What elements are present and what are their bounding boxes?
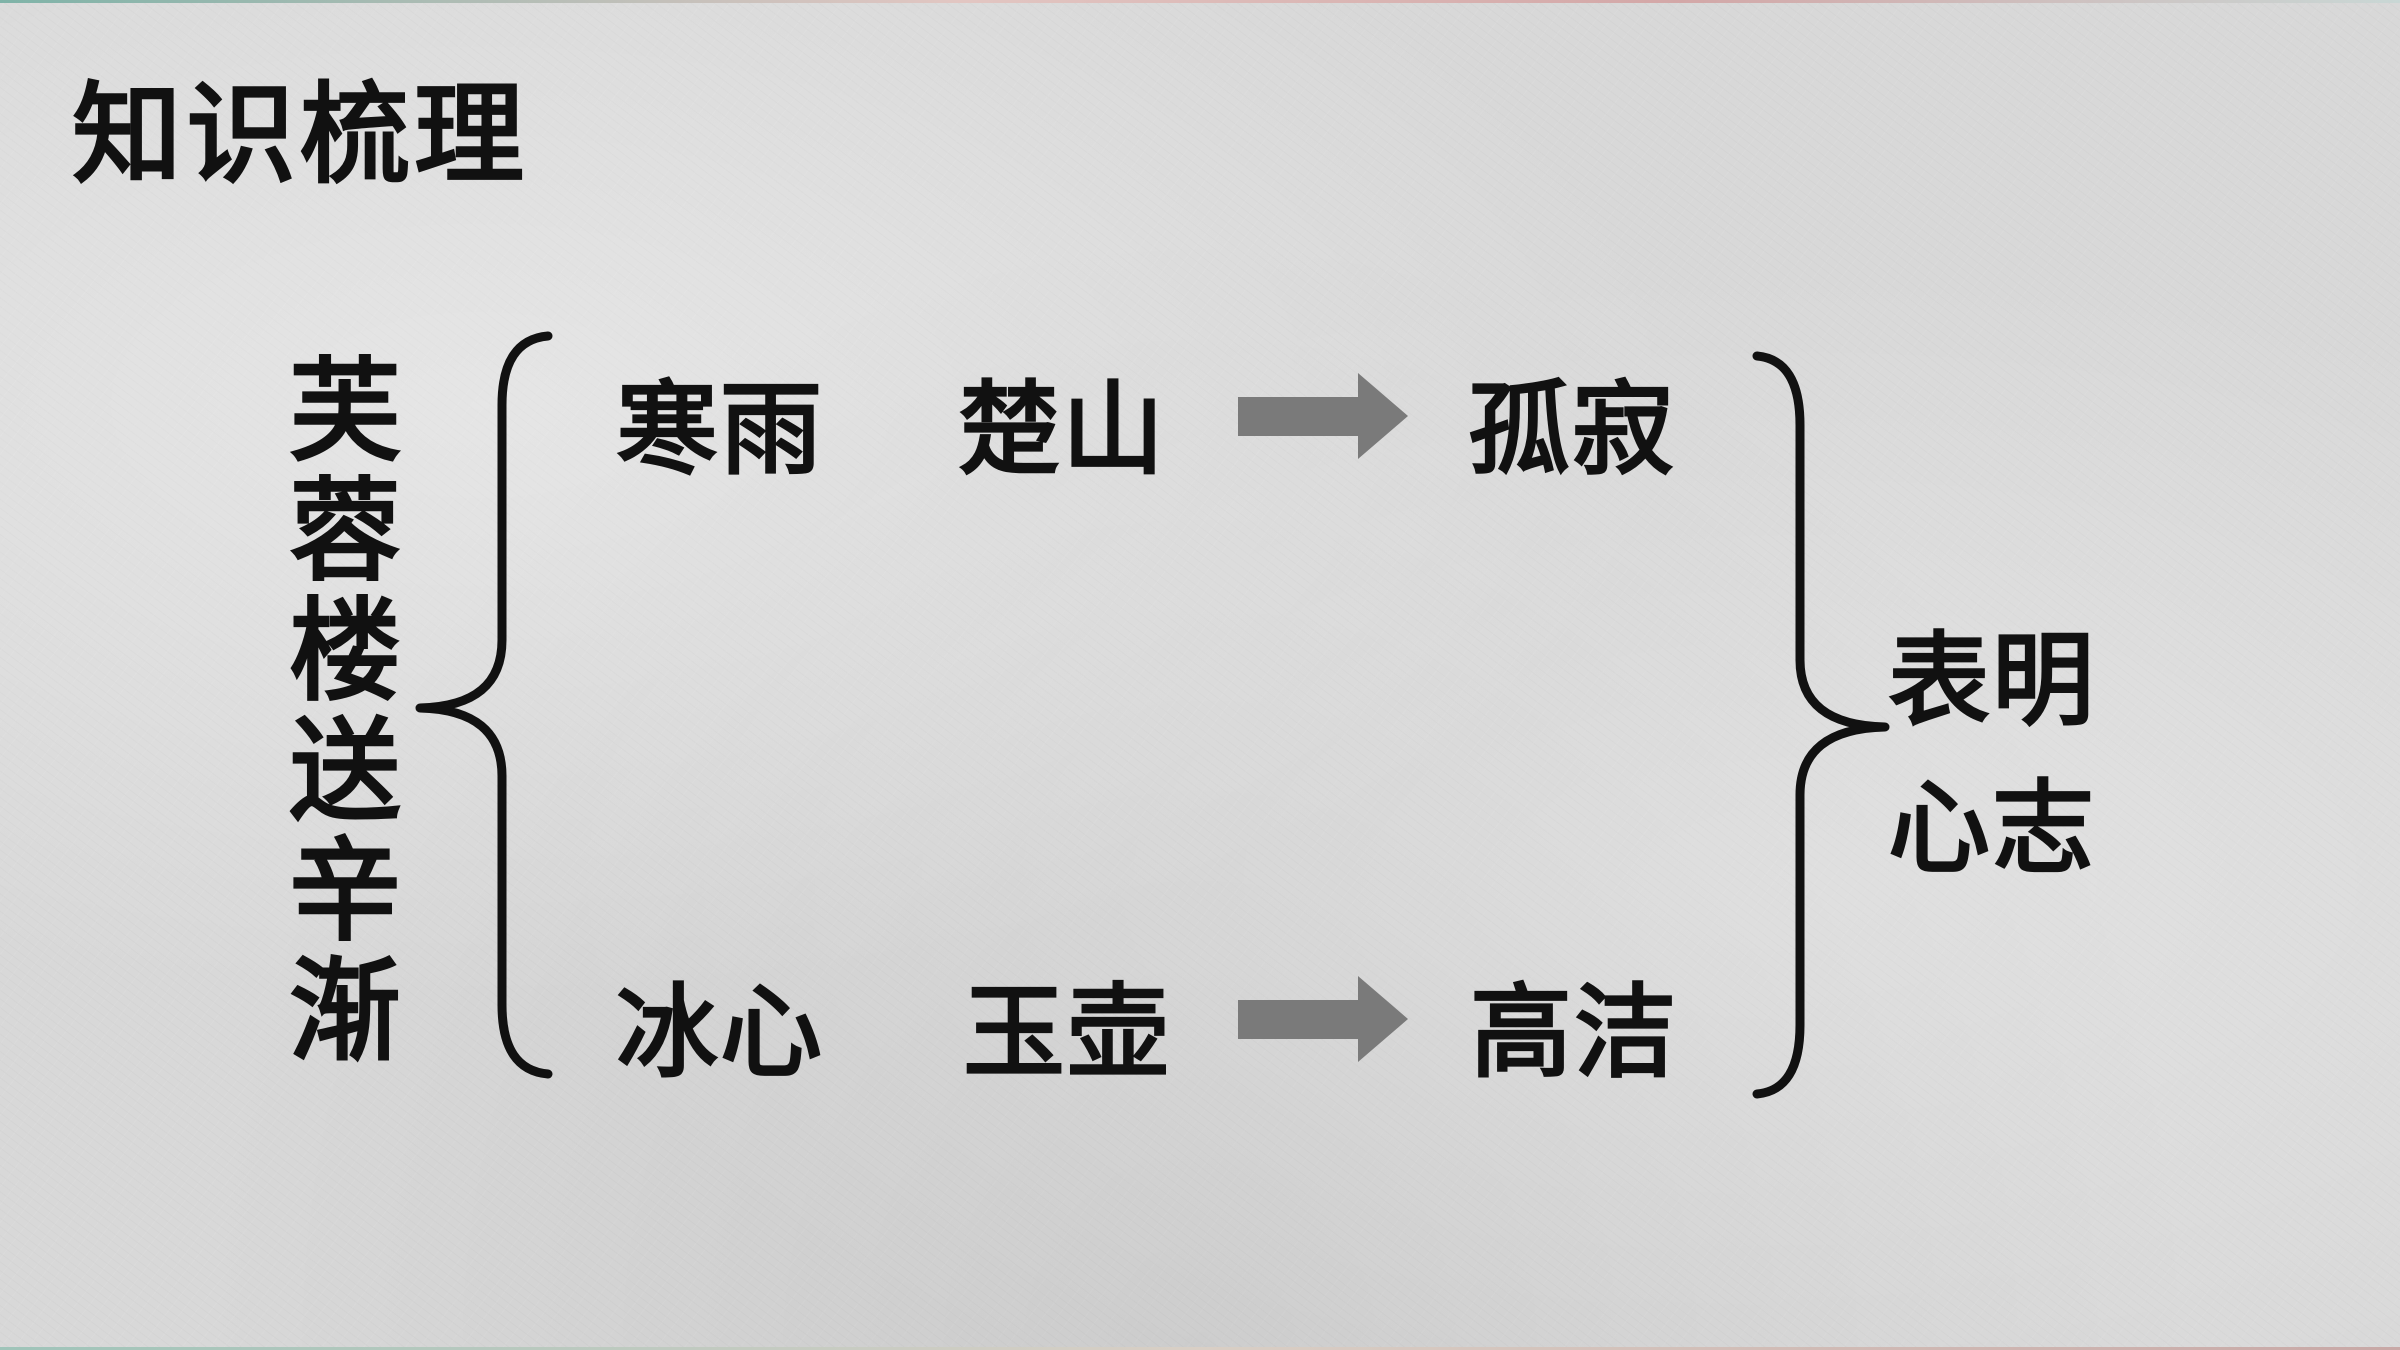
page-title: 知识梳理 xyxy=(72,71,528,199)
image-word-bingxin: 冰心 xyxy=(616,974,824,1093)
conclusion-text: 表明心志 xyxy=(1888,622,2096,889)
arrow-top xyxy=(1238,373,1408,459)
image-word-hanyu: 寒雨 xyxy=(616,371,824,490)
arrow-bottom xyxy=(1238,976,1408,1062)
top-edge-strip xyxy=(0,0,2400,3)
bottom-edge-strip xyxy=(0,1347,2400,1350)
image-word-yuhu: 玉壶 xyxy=(963,974,1171,1093)
image-word-chushan: 楚山 xyxy=(958,371,1166,490)
left-brace xyxy=(415,331,553,1079)
right-brace xyxy=(1752,351,1890,1099)
emotion-word-guji: 孤寂 xyxy=(1468,371,1676,490)
poem-title-vertical: 芙蓉楼送辛渐 xyxy=(289,347,401,1077)
emotion-word-gaojie: 高洁 xyxy=(1470,974,1678,1093)
